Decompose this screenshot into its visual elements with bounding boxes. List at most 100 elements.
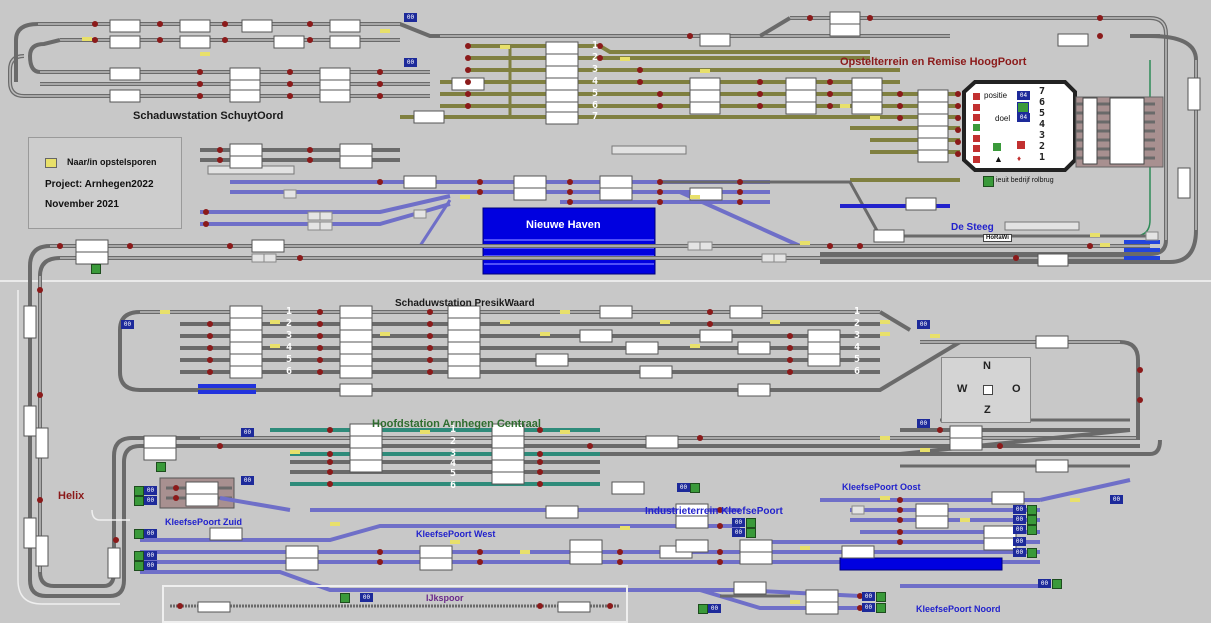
green-button[interactable] bbox=[746, 528, 756, 538]
compass-south: Z bbox=[984, 404, 991, 416]
green-button[interactable] bbox=[156, 462, 166, 472]
presik-right-6: 6 bbox=[854, 366, 861, 377]
arrow-up-icon[interactable]: ▲ bbox=[994, 154, 1003, 164]
nieuwe-haven-title: Nieuwe Haven bbox=[526, 219, 601, 231]
badge[interactable]: 00 bbox=[241, 428, 254, 437]
remise-lamp-1[interactable] bbox=[973, 93, 980, 100]
green-button[interactable] bbox=[1052, 579, 1062, 589]
doel-value[interactable]: 04 bbox=[1017, 113, 1030, 122]
hoogpoort-track-3: 3 bbox=[592, 64, 599, 75]
green-button[interactable] bbox=[1027, 515, 1037, 525]
presik-left-4: 4 bbox=[286, 342, 293, 353]
hoogpoort-track-5: 5 bbox=[592, 88, 599, 99]
badge[interactable]: 00 bbox=[1013, 515, 1026, 524]
green-button[interactable] bbox=[134, 496, 144, 506]
compass-rose: N Z W O bbox=[941, 357, 1031, 423]
remise-go-button[interactable] bbox=[993, 143, 1001, 151]
badge[interactable]: 00 bbox=[404, 13, 417, 22]
badge[interactable]: 00 bbox=[404, 58, 417, 67]
remise-lamp-6[interactable] bbox=[973, 145, 980, 152]
remise-track-3: 3 bbox=[1039, 130, 1046, 141]
remise-lamp-7[interactable] bbox=[973, 156, 980, 163]
presik-left-1: 1 bbox=[286, 306, 293, 317]
ijkspoor-title: IJkspoor bbox=[426, 593, 464, 603]
green-button[interactable] bbox=[134, 529, 144, 539]
presik-left-2: 2 bbox=[286, 318, 293, 329]
remise-lamp-3[interactable] bbox=[973, 114, 980, 121]
badge[interactable]: 00 bbox=[121, 320, 134, 329]
remise-lamp-5[interactable] bbox=[973, 135, 980, 142]
badge[interactable]: 00 bbox=[862, 603, 875, 612]
green-button[interactable] bbox=[1027, 548, 1037, 558]
remise-track-5: 5 bbox=[1039, 108, 1046, 119]
green-button[interactable] bbox=[134, 561, 144, 571]
green-button[interactable] bbox=[876, 592, 886, 602]
remise-track-4: 4 bbox=[1039, 119, 1046, 130]
green-button[interactable] bbox=[746, 518, 756, 528]
positie-value[interactable]: 04 bbox=[1017, 91, 1030, 100]
green-button[interactable] bbox=[134, 551, 144, 561]
remise-track-1: 1 bbox=[1039, 152, 1046, 163]
legend-text: Naar/in opstelsporen bbox=[67, 157, 157, 167]
badge[interactable]: 00 bbox=[241, 476, 254, 485]
green-button[interactable] bbox=[340, 593, 350, 603]
badge[interactable]: 00 bbox=[144, 529, 157, 538]
badge[interactable]: 00 bbox=[677, 483, 690, 492]
badge[interactable]: 00 bbox=[1013, 525, 1026, 534]
remise-numbers-bg bbox=[1038, 86, 1048, 166]
badge[interactable]: 00 bbox=[144, 496, 157, 505]
remise-track-2: 2 bbox=[1039, 141, 1046, 152]
badge[interactable]: 00 bbox=[732, 518, 745, 527]
green-button[interactable] bbox=[690, 483, 700, 493]
badge[interactable]: 00 bbox=[917, 320, 930, 329]
remise-track-7: 7 bbox=[1039, 86, 1046, 97]
badge[interactable]: 00 bbox=[1013, 537, 1026, 546]
green-button[interactable] bbox=[876, 603, 886, 613]
turn-icon[interactable]: ♦ bbox=[1017, 154, 1022, 163]
badge[interactable]: 00 bbox=[1013, 505, 1026, 514]
kleefsepoort-west-title: KleefsePoort West bbox=[416, 529, 496, 539]
green-button[interactable] bbox=[134, 486, 144, 496]
green-button[interactable] bbox=[698, 604, 708, 614]
de-steeg-title: De Steeg bbox=[951, 222, 994, 233]
compass-center-icon bbox=[983, 385, 993, 395]
remise-lamp-2[interactable] bbox=[973, 104, 980, 111]
badge[interactable]: 00 bbox=[360, 593, 373, 602]
turnout-markers bbox=[82, 29, 1110, 604]
green-button[interactable] bbox=[1027, 505, 1037, 515]
badge[interactable]: 00 bbox=[917, 419, 930, 428]
green-button[interactable] bbox=[91, 264, 101, 274]
rolbrug-toggle[interactable] bbox=[983, 176, 994, 187]
nieuwe-haven-tracks bbox=[50, 145, 1160, 275]
compass-north: N bbox=[983, 360, 991, 372]
badge[interactable]: 00 bbox=[708, 604, 721, 613]
centraal-track-3: 3 bbox=[450, 448, 457, 459]
hoogpoort-track-2: 2 bbox=[592, 52, 599, 63]
green-button[interactable] bbox=[1027, 525, 1037, 535]
badge[interactable]: 00 bbox=[144, 551, 157, 560]
doel-label: doel bbox=[995, 114, 1011, 123]
schuytoord-title: Schaduwstation SchuytOord bbox=[133, 110, 284, 122]
remise-lamp-4[interactable] bbox=[973, 124, 980, 131]
hoogpoort-title: Opstelterrein en Remise HoogPoort bbox=[840, 56, 1027, 68]
remise-stop-button[interactable] bbox=[1017, 141, 1025, 149]
hoogpoort-track-4: 4 bbox=[592, 76, 599, 87]
horawi-sign: HoRaWi bbox=[983, 234, 1012, 242]
badge[interactable]: 00 bbox=[1110, 495, 1123, 504]
badge[interactable]: 00 bbox=[144, 486, 157, 495]
badge[interactable]: 00 bbox=[144, 561, 157, 570]
badge[interactable]: 00 bbox=[862, 592, 875, 601]
remise-track-6: 6 bbox=[1039, 97, 1046, 108]
kleefsepoort-noord-title: KleefsePoort Noord bbox=[916, 604, 1001, 614]
badge[interactable]: 00 bbox=[1038, 579, 1051, 588]
badge[interactable]: 00 bbox=[1013, 548, 1026, 557]
badge[interactable]: 00 bbox=[732, 528, 745, 537]
industrieterrein-title: Industrieterrein KleefsePoort bbox=[645, 506, 783, 517]
ijkspoor-frame bbox=[162, 585, 628, 623]
centraal-track-2: 2 bbox=[450, 436, 457, 447]
centraal-title: Hoofdstation Arnhegen Centraal bbox=[372, 418, 541, 430]
compass-east: O bbox=[1012, 383, 1021, 395]
date-text: November 2021 bbox=[45, 199, 119, 210]
